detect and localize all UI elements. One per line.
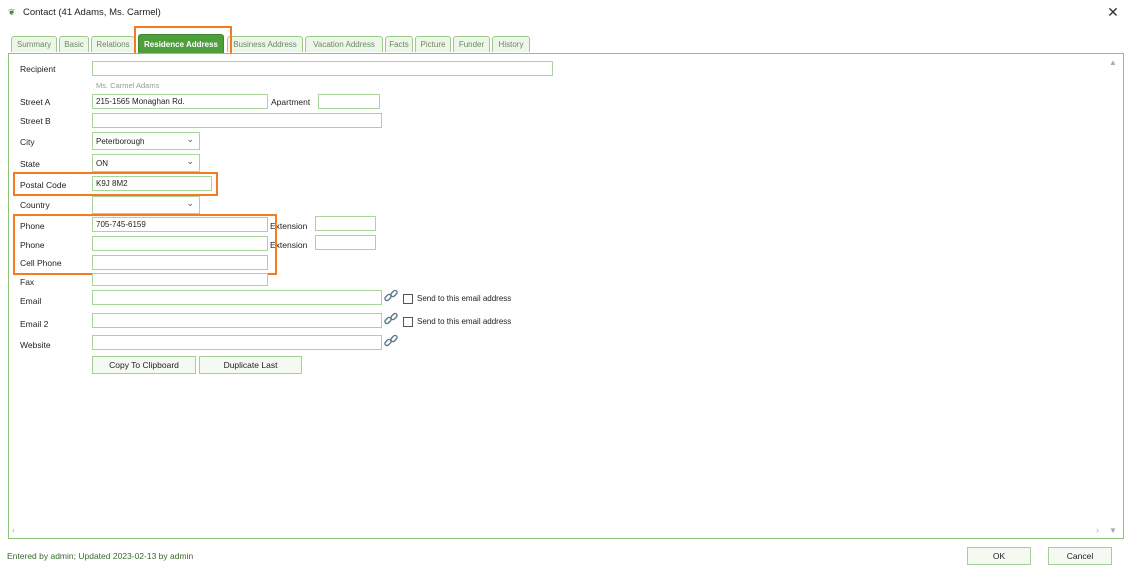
recipient-label: Recipient <box>20 64 56 74</box>
send-email2-checkbox[interactable] <box>403 317 413 327</box>
email-input[interactable] <box>92 290 382 305</box>
tab-residence-address[interactable]: Residence Address <box>138 34 224 53</box>
send-email2-label: Send to this email address <box>417 317 512 326</box>
tab-facts[interactable]: Facts <box>385 36 413 52</box>
fax-label: Fax <box>20 277 35 287</box>
scroll-up-icon[interactable]: ▲ <box>1109 58 1117 67</box>
scroll-down-icon[interactable]: ▼ <box>1109 526 1117 535</box>
city-label: City <box>20 137 35 147</box>
state-value: ON <box>96 159 108 168</box>
link-icon[interactable] <box>383 333 399 349</box>
phone2-input[interactable] <box>92 236 268 251</box>
highlight-postal-code <box>13 172 218 196</box>
highlight-phones <box>13 214 277 275</box>
extension2-label: Extension <box>270 240 308 250</box>
recipient-hint: Ms. Carmel Adams <box>96 81 160 90</box>
email2-label: Email 2 <box>20 319 49 329</box>
cancel-button[interactable]: Cancel <box>1048 547 1112 565</box>
phone-input[interactable]: 705-745-6159 <box>92 217 268 232</box>
tab-relations[interactable]: Relations <box>91 36 135 52</box>
window-title: Contact (41 Adams, Ms. Carmel) <box>23 7 161 18</box>
cell-phone-label: Cell Phone <box>20 258 62 268</box>
tab-basic[interactable]: Basic <box>59 36 89 52</box>
postal-code-input[interactable]: K9J 8M2 <box>92 176 212 191</box>
street-b-input[interactable] <box>92 113 382 128</box>
apartment-input[interactable] <box>318 94 380 109</box>
country-select[interactable]: ⌄ <box>92 196 200 214</box>
recipient-input[interactable] <box>92 61 553 76</box>
link-icon[interactable] <box>383 311 399 327</box>
extension-input[interactable] <box>315 216 376 231</box>
status-text: Entered by admin; Updated 2023-02-13 by … <box>7 551 194 561</box>
street-a-label: Street A <box>20 97 51 107</box>
phone2-label: Phone <box>20 240 45 250</box>
fax-input[interactable] <box>92 273 268 286</box>
app-logo-icon: ❦ <box>8 7 16 17</box>
tab-summary[interactable]: Summary <box>11 36 57 52</box>
country-label: Country <box>20 200 50 210</box>
scroll-left-icon[interactable]: ‹ <box>12 525 15 535</box>
tab-business-address[interactable]: Business Address <box>227 36 303 52</box>
tab-funder[interactable]: Funder <box>453 36 490 52</box>
send-email-checkbox[interactable] <box>403 294 413 304</box>
title-bar <box>0 0 1125 25</box>
phone-label: Phone <box>20 221 45 231</box>
send-email-label: Send to this email address <box>417 294 512 303</box>
link-icon[interactable] <box>383 288 399 304</box>
street-a-input[interactable]: 215-1565 Monaghan Rd. <box>92 94 268 109</box>
apartment-label: Apartment <box>271 97 311 107</box>
chevron-down-icon: ⌄ <box>186 198 194 208</box>
extension2-input[interactable] <box>315 235 376 250</box>
website-input[interactable] <box>92 335 382 350</box>
email-label: Email <box>20 296 42 306</box>
tab-history[interactable]: History <box>492 36 530 52</box>
city-select[interactable]: Peterborough ⌄ <box>92 132 200 150</box>
cell-phone-input[interactable] <box>92 255 268 270</box>
state-select[interactable]: ON ⌄ <box>92 154 200 172</box>
postal-code-label: Postal Code <box>20 180 67 190</box>
website-label: Website <box>20 340 51 350</box>
duplicate-last-button[interactable]: Duplicate Last <box>199 356 302 374</box>
street-b-label: Street B <box>20 116 51 126</box>
extension-label: Extension <box>270 221 308 231</box>
copy-to-clipboard-button[interactable]: Copy To Clipboard <box>92 356 196 374</box>
close-button[interactable]: ✕ <box>1107 4 1119 20</box>
email2-input[interactable] <box>92 313 382 328</box>
tab-picture[interactable]: Picture <box>415 36 451 52</box>
tab-vacation-address[interactable]: Vacation Address <box>305 36 383 52</box>
chevron-down-icon: ⌄ <box>186 156 194 166</box>
vertical-scrollbar[interactable] <box>1105 55 1121 536</box>
ok-button[interactable]: OK <box>967 547 1031 565</box>
city-value: Peterborough <box>96 137 145 146</box>
chevron-down-icon: ⌄ <box>186 134 194 144</box>
scroll-right-icon[interactable]: › <box>1096 525 1099 535</box>
state-label: State <box>20 159 40 169</box>
